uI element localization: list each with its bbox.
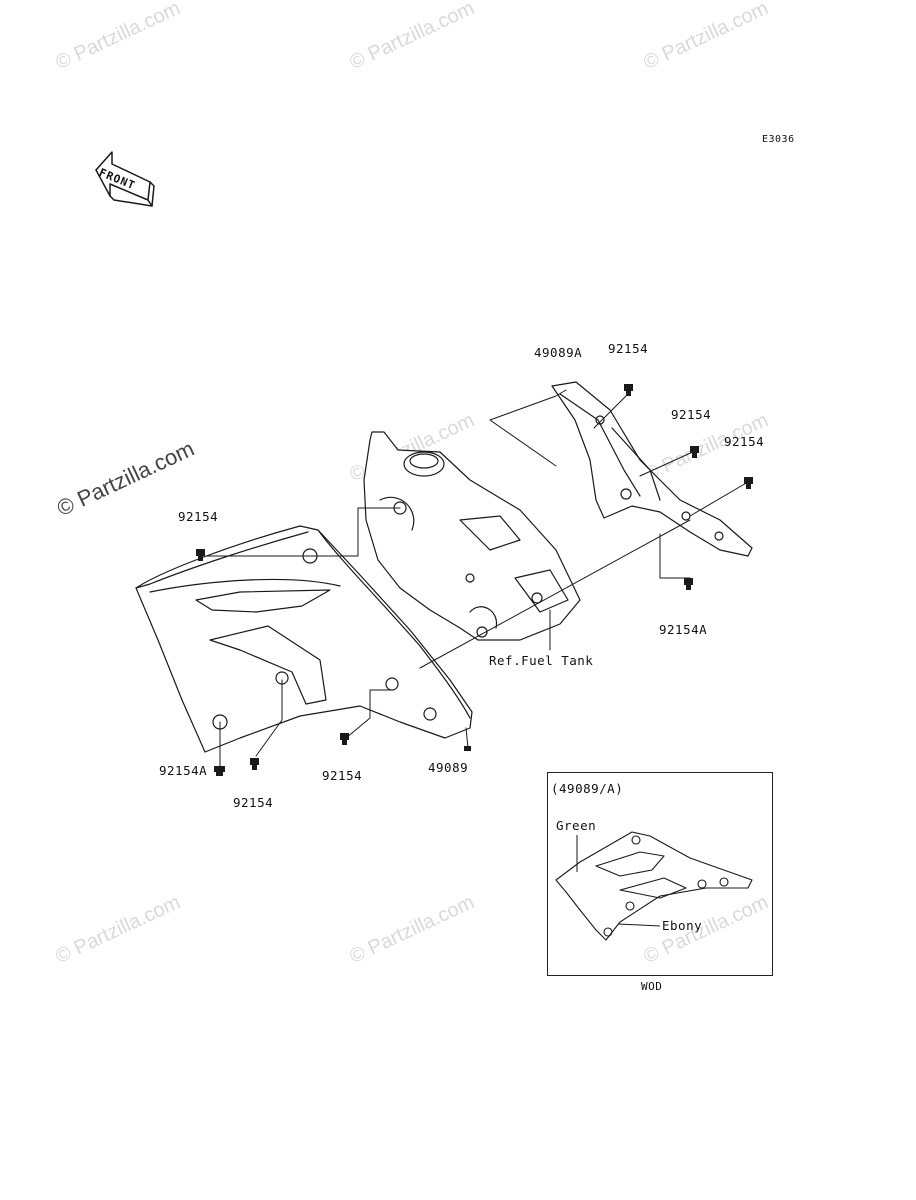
bolt-icon bbox=[196, 549, 205, 561]
part-label-49089A: 49089A bbox=[534, 345, 583, 360]
bolts bbox=[196, 384, 753, 776]
part-label-92154-right2: 92154 bbox=[724, 434, 765, 449]
part-label-49089: 49089 bbox=[428, 760, 469, 775]
bolt-icon bbox=[684, 578, 693, 590]
bolt-icon bbox=[340, 733, 349, 745]
front-arrow-icon bbox=[95, 151, 155, 207]
part-label-92154-top: 92154 bbox=[608, 341, 649, 356]
bolt-icon bbox=[250, 758, 259, 770]
part-label-92154A-right: 92154A bbox=[659, 622, 708, 637]
bolt-icon bbox=[464, 746, 471, 751]
part-label-92154-bottom1: 92154 bbox=[233, 795, 274, 810]
bolt-icon bbox=[214, 766, 225, 776]
part-label-92154A-left: 92154A bbox=[159, 763, 208, 778]
part-label-92154-bottom2: 92154 bbox=[322, 768, 363, 783]
inset-ebony-label: Ebony bbox=[662, 918, 703, 933]
fuel-tank bbox=[363, 431, 581, 641]
inset-title: (49089/A) bbox=[551, 781, 624, 796]
bolt-icon bbox=[624, 384, 633, 396]
bolt-icon bbox=[744, 477, 753, 489]
color-variant-inset bbox=[547, 772, 773, 976]
left-shroud bbox=[135, 525, 473, 753]
inset-caption: WOD bbox=[641, 980, 663, 993]
diagram-code: E3036 bbox=[762, 134, 795, 145]
right-shroud bbox=[551, 381, 753, 557]
inset-shroud bbox=[555, 831, 753, 941]
inset-green-label: Green bbox=[556, 818, 597, 833]
part-label-92154-left: 92154 bbox=[178, 509, 219, 524]
leader-lines bbox=[205, 389, 749, 769]
part-label-92154-right1: 92154 bbox=[671, 407, 712, 422]
bolt-icon bbox=[690, 446, 699, 458]
ref-fuel-tank-label: Ref.Fuel Tank bbox=[489, 653, 594, 668]
